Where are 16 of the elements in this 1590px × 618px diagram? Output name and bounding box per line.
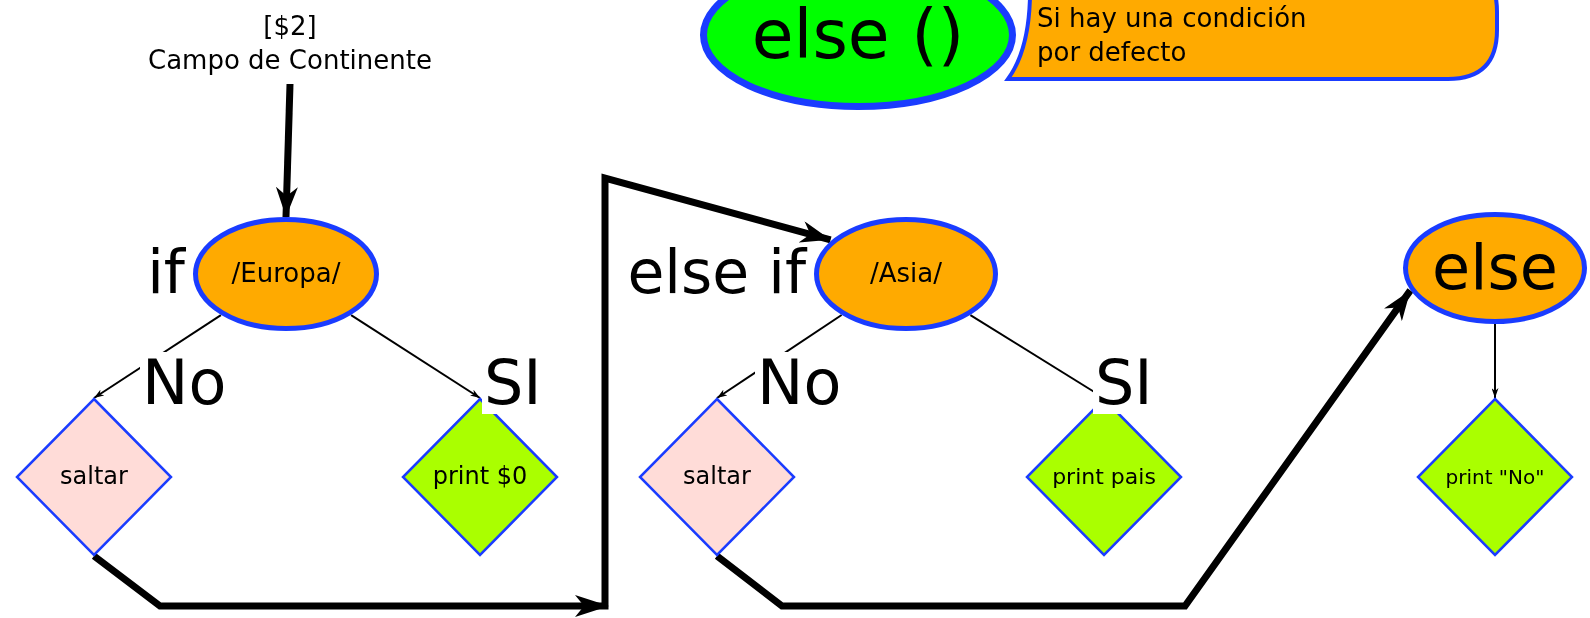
node-text: /Europa/ bbox=[231, 257, 341, 291]
input-label: Campo de Continente bbox=[148, 44, 432, 77]
node-text: else () bbox=[751, 0, 965, 76]
node-text: saltar bbox=[60, 461, 128, 493]
node-text: saltar bbox=[683, 461, 751, 493]
node-text: print "No" bbox=[1445, 464, 1545, 490]
keyword-label: if bbox=[147, 242, 185, 302]
input-label: [$2] bbox=[263, 10, 317, 44]
node-text: print $0 bbox=[432, 461, 528, 493]
node-text: print pais bbox=[1052, 462, 1156, 491]
node-text: /Asia/ bbox=[870, 257, 942, 291]
node-text: Si hay una condición por defecto bbox=[1037, 2, 1308, 69]
keyword-label: else if bbox=[627, 242, 806, 302]
action-diamond bbox=[1417, 398, 1573, 556]
condition-ellipse bbox=[1403, 212, 1587, 324]
node-text: else bbox=[1432, 229, 1558, 306]
